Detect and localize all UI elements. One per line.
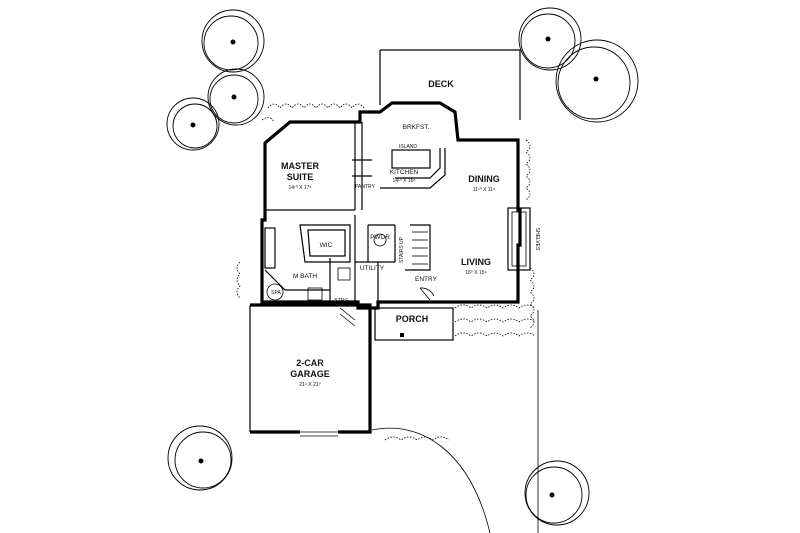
label-utility: UTILITY [360,265,385,272]
tree-left-middle [166,97,220,151]
tree-top-left [201,9,265,73]
label-strg: STRG. [334,298,349,304]
label-pwdr: PWDR [370,234,390,241]
label-garage-dim: 21⁴ X 21⁰ [299,382,320,388]
label-dining-dim: 11¹⁰ X 11⁶ [473,187,495,193]
label-living: LIVING [461,257,491,267]
label-master-dim: 14¹⁰ X 17⁸ [288,185,311,191]
tree-left-upper [207,68,265,126]
interior-walls [264,122,531,302]
label-master-line2: SUITE [287,172,314,182]
porch [339,307,454,341]
label-m-bath: M BATH [293,273,317,280]
label-garage-line1: 2-CAR [296,358,324,368]
label-island: ISLAND [399,144,417,150]
tree-right [555,39,639,123]
label-shelves: SHELVES [534,228,540,251]
label-living-dim: 16⁰ X 15⁶ [465,270,486,276]
shrubs [236,103,536,441]
label-stairs-up: STAIRS UP [399,236,405,263]
walkway [371,310,539,533]
label-spa: SPA [271,290,281,296]
label-kitchen: KITCHEN [390,169,419,176]
tree-bottom-left [167,425,233,491]
label-entry: ENTRY [415,276,438,283]
label-kitchen-dim: 14¹⁰ X 16⁸ [392,178,415,184]
label-garage-line2: GARAGE [290,369,330,379]
tree-top-right [518,7,582,71]
garage [249,303,372,437]
label-brkfst: BRKFST. [403,124,430,131]
deck [379,49,521,120]
label-master-line1: MASTER [281,161,320,171]
label-wic: WIC [320,242,333,249]
label-pantry: PANTRY [355,184,375,190]
label-dining: DINING [468,174,500,184]
house-exterior [260,101,522,310]
label-porch: PORCH [396,314,429,324]
label-deck: DECK [428,79,454,89]
tree-bottom-right [524,460,590,526]
